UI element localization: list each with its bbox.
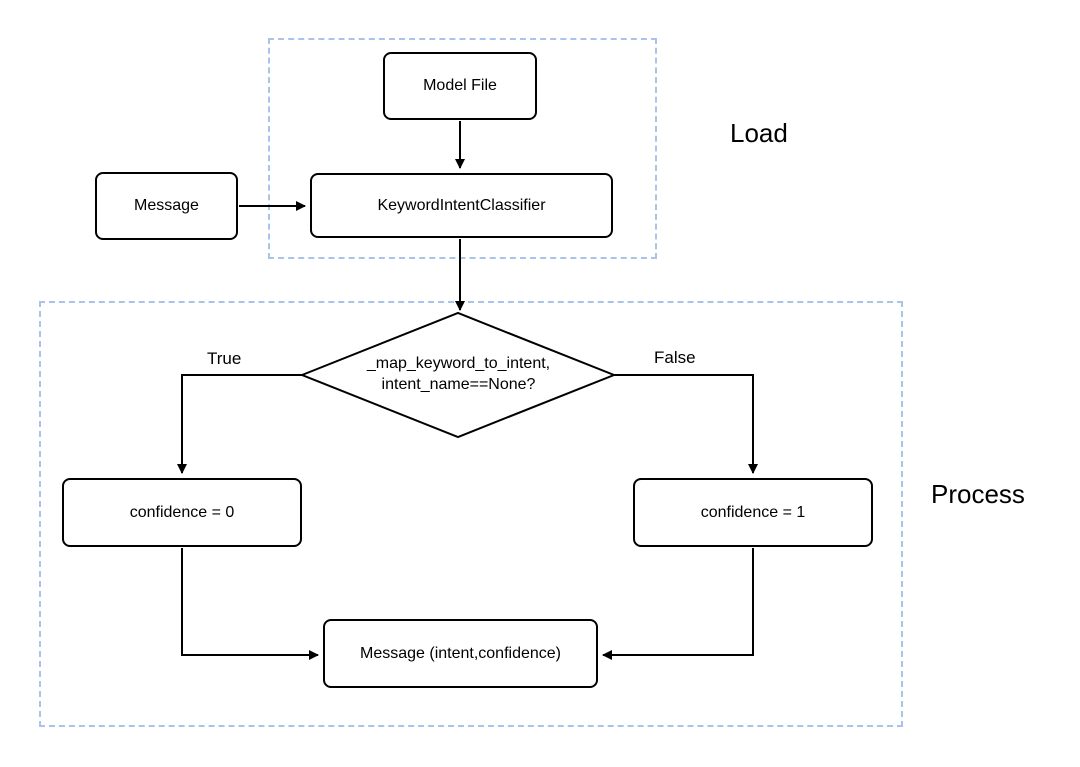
process-section-label: Process bbox=[931, 479, 1025, 509]
node-message-input: Message bbox=[95, 172, 238, 240]
edge-decision-false-to-confidence-one bbox=[614, 374, 758, 474]
node-message-output: Message (intent,confidence) bbox=[323, 619, 598, 688]
edge-decision-true-to-confidence-zero bbox=[177, 374, 302, 474]
decision-diamond-label: _map_keyword_to_intent, intent_name==Non… bbox=[366, 355, 551, 393]
edge-confidence-one-to-message-out bbox=[602, 548, 754, 660]
node-model-file: Model File bbox=[383, 52, 537, 120]
load-section-container bbox=[268, 38, 657, 259]
node-confidence-zero: confidence = 0 bbox=[62, 478, 302, 547]
process-section-container bbox=[39, 301, 903, 727]
edge-label-true: True bbox=[205, 349, 244, 369]
load-section-label: Load bbox=[730, 118, 788, 148]
edge-label-false: False bbox=[652, 348, 698, 368]
node-confidence-one: confidence = 1 bbox=[633, 478, 873, 547]
node-keyword-intent-classifier: KeywordIntentClassifier bbox=[310, 173, 613, 238]
edge-confidence-zero-to-message-out bbox=[181, 548, 319, 660]
